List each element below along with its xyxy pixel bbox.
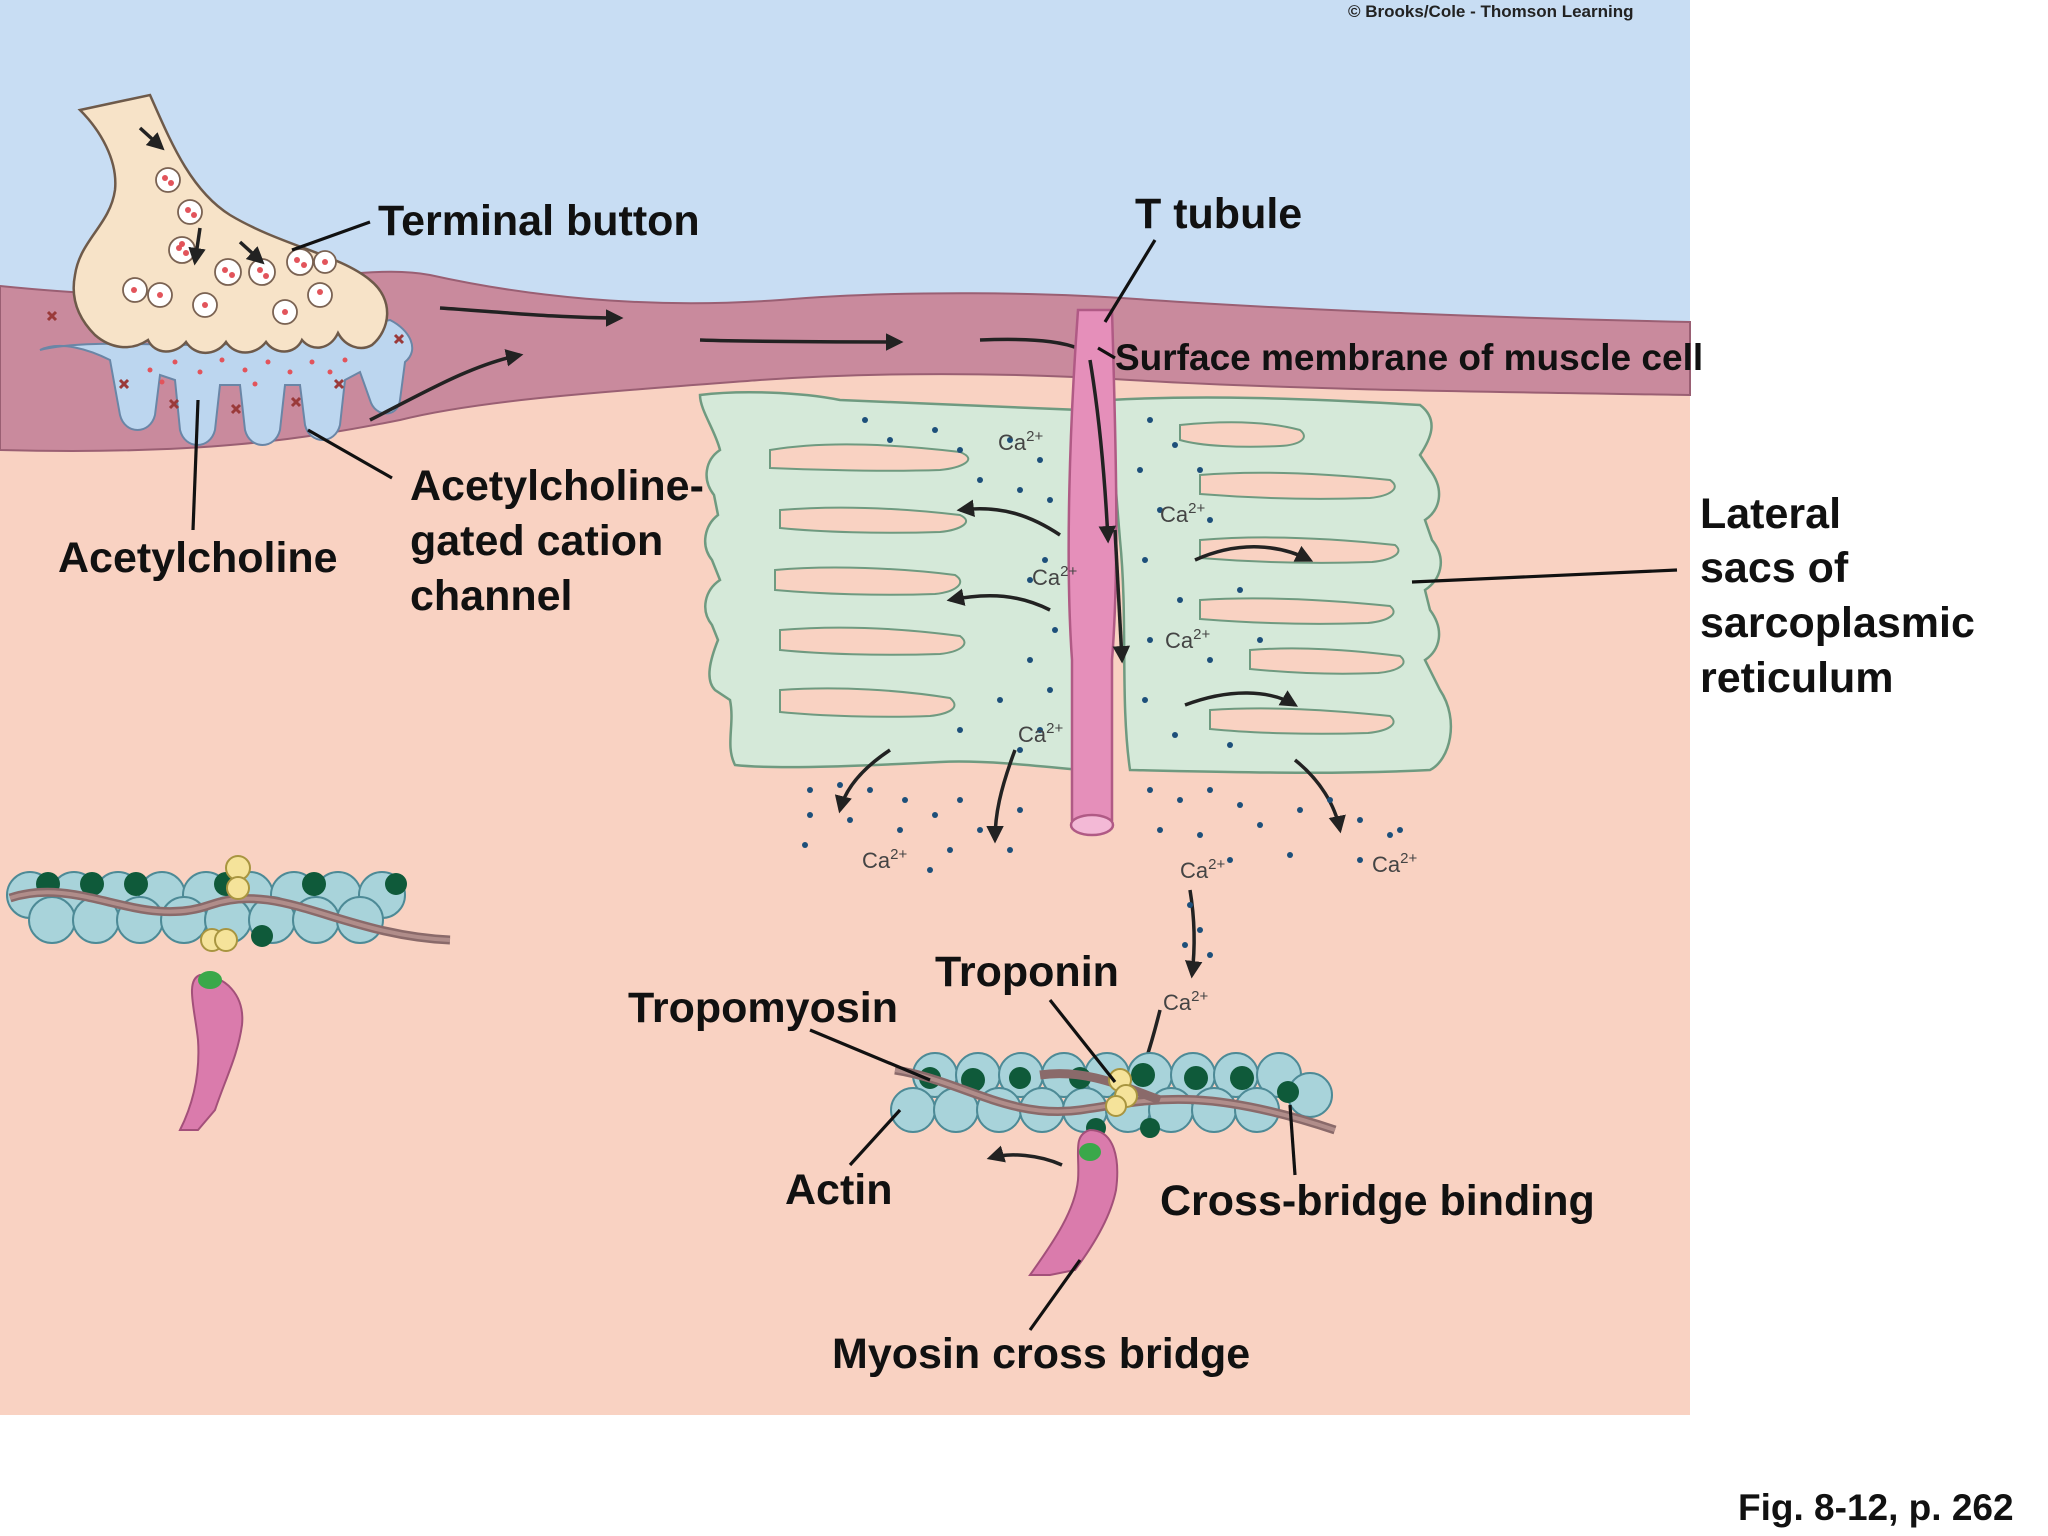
action-potential-arrow-axon	[138, 126, 165, 151]
myosin-binding-site-resting	[198, 971, 222, 989]
ca-arrow-right-1	[1194, 545, 1314, 562]
leader-lines	[191, 220, 1678, 1331]
ca-arrow-right-2	[1184, 690, 1299, 707]
label-t-tubule: T tubule	[1135, 190, 1302, 238]
t-tubule-opening	[1069, 813, 1115, 837]
ca-release-arrow-3	[1293, 758, 1346, 834]
label-lateral-sacs-line4: reticulum	[1700, 654, 1894, 702]
label-tropomyosin: Tropomyosin	[628, 984, 898, 1032]
label-lateral-sacs-line3: sarcoplasmic	[1700, 599, 1975, 647]
acetylcholine-molecules	[131, 175, 348, 387]
thin-filament-active	[890, 1052, 1337, 1138]
muscle-cell-membrane	[0, 270, 1691, 452]
label-ach-channel-line3: channel	[410, 572, 573, 620]
label-troponin: Troponin	[935, 948, 1119, 996]
ach-receptors	[46, 310, 405, 415]
credit-text: © Brooks/Cole - Thomson Learning	[1348, 2, 1634, 21]
ca-label-1: Ca2+	[998, 428, 1043, 455]
sr-right-gaps	[1179, 421, 1405, 735]
extracellular-region	[0, 0, 1690, 322]
membrane-arrow-3	[699, 333, 904, 351]
label-myosin-cross-bridge: Myosin cross bridge	[832, 1330, 1250, 1378]
vesicle-arrow-2	[238, 240, 265, 265]
ca-label-2: Ca2+	[1032, 563, 1077, 590]
power-stroke-arrow	[986, 1145, 1063, 1167]
myosin-head-resting	[178, 973, 244, 1131]
thin-filament-resting	[6, 855, 451, 952]
ca-label-6: Ca2+	[862, 846, 907, 873]
membrane-arrow-1	[439, 306, 624, 327]
ca-label-8: Ca2+	[1372, 850, 1417, 877]
ca-arrow-left-1	[956, 499, 1061, 537]
ca-release-arrow-1	[834, 748, 891, 814]
label-lateral-sacs-line2: sacs of	[1700, 544, 1849, 592]
label-ach-channel-line1: Acetylcholine-	[410, 462, 704, 510]
label-terminal-button: Terminal button	[378, 197, 700, 245]
label-cross-bridge-binding: Cross-bridge binding	[1160, 1177, 1595, 1225]
ca-label-7: Ca2+	[1180, 856, 1225, 883]
ca-release-arrow-2	[986, 749, 1017, 844]
calcium-ions	[802, 417, 1403, 958]
vesicle-arrow-1	[188, 227, 206, 266]
t-tubule-arrow-2	[1112, 529, 1131, 664]
t-tubule-arrow-1	[1088, 359, 1117, 544]
ca-label-4: Ca2+	[1160, 500, 1205, 527]
calcium-labels: Ca2+ Ca2+ Ca2+ Ca2+ Ca2+ Ca2+ Ca2+ Ca2+ …	[862, 428, 1417, 1015]
ca-label-5: Ca2+	[1165, 626, 1210, 653]
label-ach-channel-line2: gated cation	[410, 517, 663, 565]
label-lateral-sacs-line1: Lateral	[1700, 490, 1841, 538]
ca-diffusion-arrow	[1184, 889, 1203, 979]
label-surface-membrane: Surface membrane of muscle cell	[1115, 337, 1703, 378]
ca-label-3: Ca2+	[1018, 720, 1063, 747]
myosin-head-active	[1028, 1128, 1119, 1276]
sr-left-gaps	[769, 443, 970, 718]
membrane-arrow-2	[369, 349, 524, 422]
ca-arrow-left-2	[946, 588, 1051, 612]
myosin-binding-site-active	[1079, 1143, 1101, 1161]
ca-label-9: Ca2+	[1163, 988, 1208, 1015]
label-acetylcholine: Acetylcholine	[58, 534, 338, 582]
label-actin: Actin	[785, 1166, 893, 1214]
figure-reference: Fig. 8-12, p. 262	[1738, 1487, 2014, 1528]
